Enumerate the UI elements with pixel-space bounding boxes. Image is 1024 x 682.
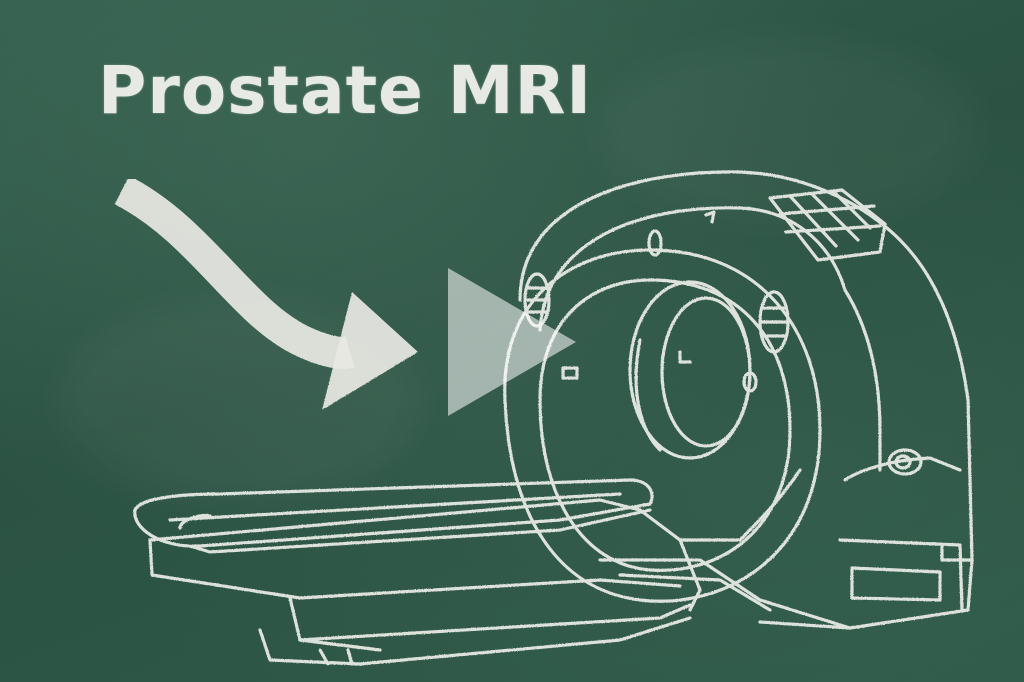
mri-scanner-illustration [133,170,974,666]
play-icon [448,268,576,416]
play-button[interactable] [440,262,580,422]
chalk-arrow-icon [114,175,418,410]
video-title: Prostate MRI [98,52,592,129]
